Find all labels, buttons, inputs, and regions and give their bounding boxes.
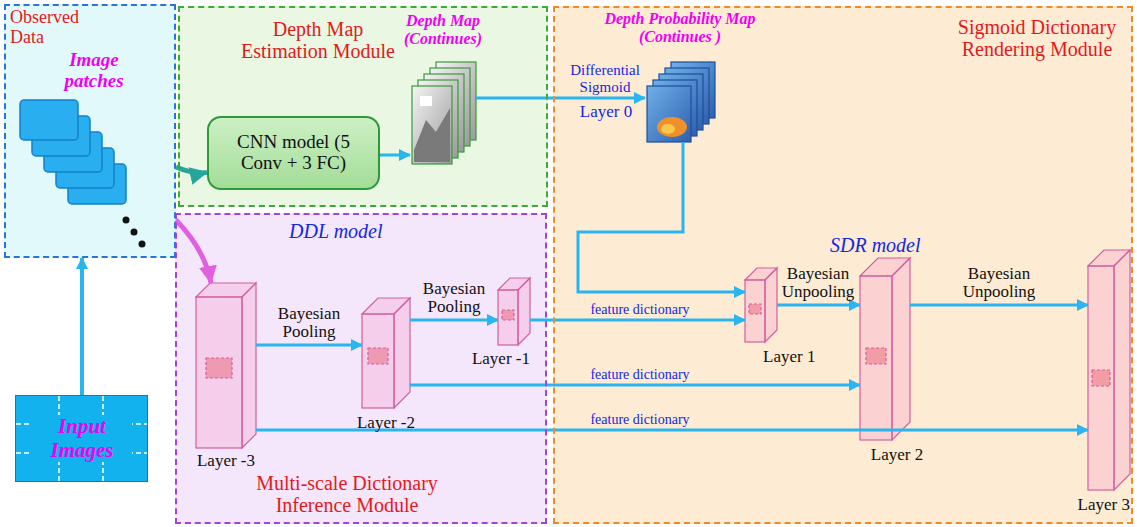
- node-text: Layer -1: [448, 350, 530, 369]
- layer-block: Layer -2: [362, 298, 410, 408]
- edge-label: Bayesian Pooling: [264, 305, 354, 342]
- connector-arrow: [777, 304, 860, 307]
- connector-arrow: [80, 258, 84, 395]
- node-text: SDR model: [830, 234, 950, 256]
- depth-map: Depth Map (Continues): [410, 62, 476, 166]
- probability-map-stack: [647, 62, 715, 142]
- connector-arrow: [410, 319, 498, 322]
- panel-fill: [178, 6, 548, 207]
- node-text: Sigmoid Dictionary Rendering Module: [947, 16, 1127, 60]
- connector-arrow: [410, 384, 860, 387]
- edge-label: feature dictionary: [590, 412, 689, 427]
- node-text: Layer 1: [763, 348, 843, 367]
- connector-arrow: [578, 142, 745, 292]
- image-patches: [20, 100, 126, 204]
- data-panel: Observed DataImage patches: [4, 4, 176, 258]
- layer-prism: [196, 250, 1130, 490]
- connector-arrow: [176, 220, 211, 283]
- connector-arrow: [910, 304, 1088, 307]
- process-box: CNN model (5 Conv + 3 FC): [207, 116, 380, 190]
- node-text: Layer 2: [857, 446, 937, 465]
- connector-arrow: [476, 97, 645, 100]
- edge-label: Bayesian Pooling: [414, 280, 494, 317]
- panel-fill: [175, 213, 547, 524]
- layer-label: Layer 0: [578, 103, 634, 122]
- node-text: Observed Data: [10, 8, 100, 48]
- layer-block: Layer -1: [498, 278, 530, 345]
- node-text: Depth Map Estimation Module: [233, 18, 403, 62]
- depth-map-stack: [412, 62, 476, 164]
- input-grid: [15, 395, 148, 482]
- layer-block: Layer -3: [196, 283, 256, 448]
- node-text: Layer 3: [1048, 496, 1130, 515]
- node-text: Layer -3: [186, 452, 266, 471]
- panel-fill: [4, 4, 176, 258]
- node-text: Depth Map (Continues): [388, 12, 498, 47]
- layer-block: Layer 1: [745, 268, 777, 342]
- connector-arrow: [380, 154, 410, 157]
- connector-arrow: [256, 344, 362, 347]
- edge-label: feature dictionary: [590, 367, 689, 382]
- module-panel: DDL modelMulti-scale Dictionary Inferenc…: [175, 213, 547, 524]
- node-text: DDL model: [289, 220, 399, 242]
- edge-label: Differential Sigmoid: [562, 62, 648, 95]
- layer-block: Layer 3: [1088, 250, 1130, 490]
- input-box: Input Images: [15, 395, 148, 482]
- connector-arrow: [176, 167, 207, 173]
- edge-label: Bayesian Unpooling: [954, 265, 1044, 302]
- node-text: Depth Probability Map (Continues ): [590, 10, 770, 45]
- layer-block: Layer 2: [860, 258, 910, 440]
- edge-label: Bayesian Unpooling: [778, 265, 858, 302]
- node-text: Image patches: [52, 50, 136, 92]
- edge-label: feature dictionary: [590, 302, 689, 317]
- panel-fill: [553, 6, 1133, 524]
- ellipsis-dots: [123, 217, 146, 248]
- connector-arrow: [530, 319, 745, 322]
- node-text: Input Images: [32, 415, 132, 461]
- node-text: Multi-scale Dictionary Inference Module: [247, 472, 447, 516]
- node-text: CNN model (5 Conv + 3 FC): [217, 132, 370, 174]
- node-text: Layer -2: [346, 414, 426, 433]
- probability-map: Depth Probability Map (Continues ): [645, 62, 715, 142]
- module-panel: Depth Map Estimation ModuleCNN model (5 …: [178, 6, 548, 207]
